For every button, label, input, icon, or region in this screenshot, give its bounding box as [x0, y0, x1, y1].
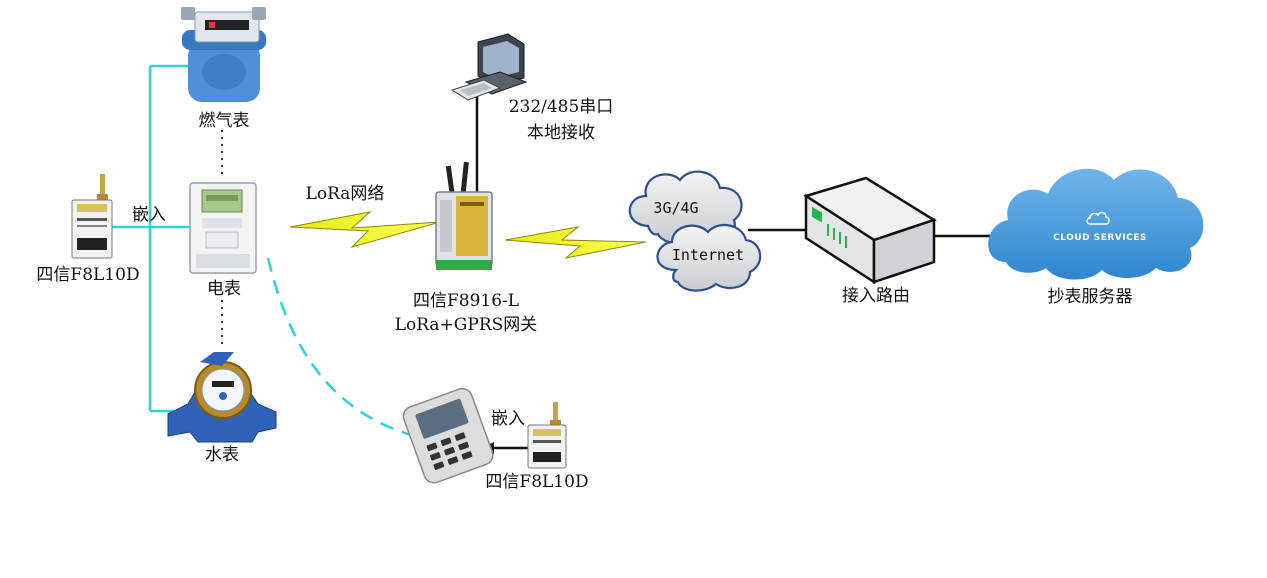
electric-meter-label: 电表 [207, 279, 241, 299]
meter-bus-lines [112, 64, 195, 413]
module-bottom-label: 四信F8L10D [485, 472, 588, 492]
desktop-computer-icon [450, 33, 528, 101]
cloud-internet-label: Internet [672, 246, 744, 264]
lightning-bolt-lora-icon [289, 211, 441, 249]
cloud-services-icon: CLOUD SERVICES [988, 168, 1204, 280]
f8l10d-module-bottom-icon [527, 402, 567, 469]
pc-label-line1: 232/485串口 [509, 97, 614, 117]
internet-cloud-icon [656, 223, 762, 292]
gas-meter-label: 燃气表 [199, 111, 250, 131]
electric-meter-icon [189, 182, 257, 274]
backbone-lines [475, 95, 994, 238]
embed-top-label: 嵌入 [132, 205, 166, 225]
gateway-device-icon [435, 161, 493, 270]
lightning-bolt-gprs-icon [504, 226, 647, 259]
wireless-handheld-dashed-link [266, 257, 416, 438]
pc-label-line2: 本地接收 [527, 123, 595, 143]
cloud-3g4g-label: 3G/4G [653, 199, 698, 217]
router-label: 接入路由 [842, 286, 910, 306]
water-meter-label: 水表 [205, 445, 239, 465]
gateway-label-line1: 四信F8916-L [413, 291, 519, 311]
module-left-label: 四信F8L10D [36, 265, 139, 285]
access-router-icon [803, 176, 937, 285]
cloud-services-text: CLOUD SERVICES [1053, 233, 1147, 243]
server-label: 抄表服务器 [1048, 287, 1133, 307]
f8l10d-module-left-icon [71, 174, 113, 259]
water-meter-icon [167, 352, 277, 443]
gas-meter-icon [181, 7, 266, 102]
gateway-label-line2: LoRa+GPRS网关 [395, 315, 538, 335]
lora-network-label: LoRa网络 [306, 184, 385, 204]
embed-bottom-label: 嵌入 [491, 409, 525, 429]
handheld-reader-icon [402, 387, 494, 484]
small-cloud-icon [1086, 211, 1110, 225]
mobile-network-cloud-icon [628, 170, 743, 245]
